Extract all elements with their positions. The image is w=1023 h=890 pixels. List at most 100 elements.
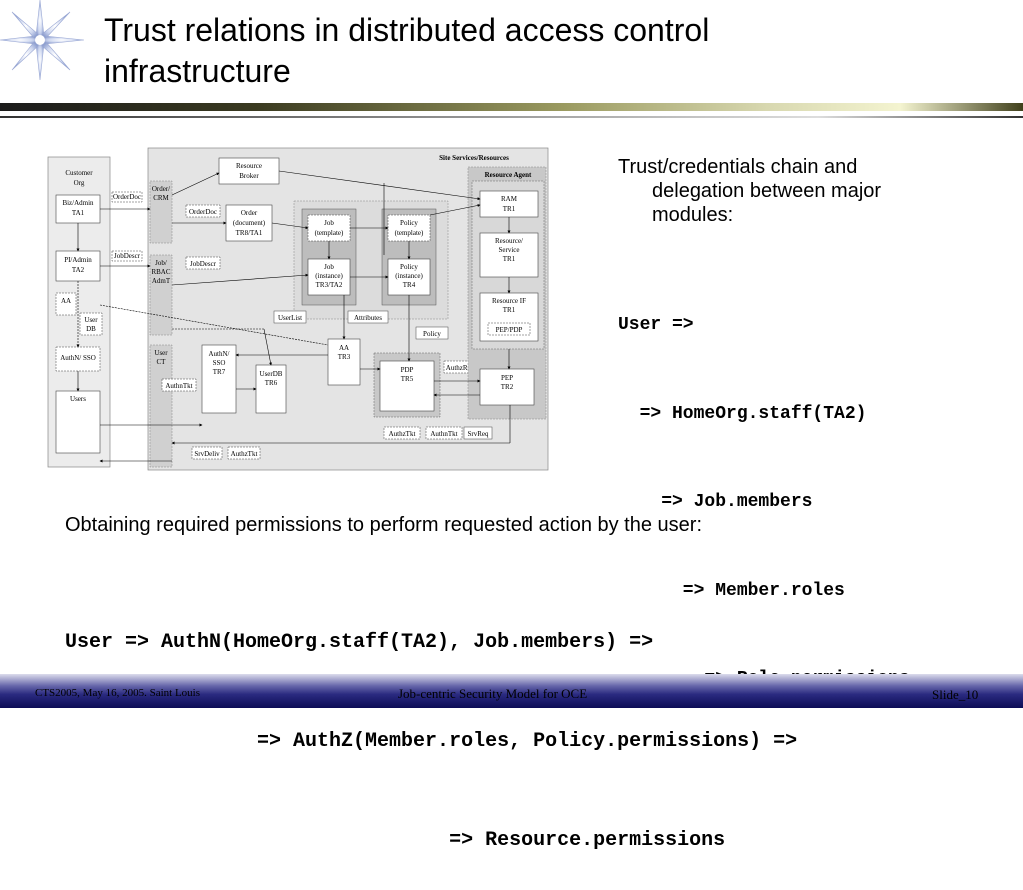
ram-box [479,190,539,218]
chain-line: => Member.roles [618,580,845,601]
users-box [55,390,101,454]
order-doc-tag-2: OrderDoc [189,208,217,216]
aa-box [327,338,361,386]
formula-line: => Resource.permissions [65,829,726,852]
job-instance-label-2: (instance) [315,272,343,280]
authn-label-2: SSO [213,359,226,367]
chain-line: User => [618,315,694,335]
pep-tr: TR2 [501,383,514,391]
authn-box [201,344,237,414]
job-template-label: Job [324,219,334,227]
authn-tkt-tag-2: AuthnTkt [430,430,457,438]
biz-admin-label: Biz/Admin [62,199,94,207]
ram-tr: TR1 [503,205,516,213]
policy-instance-label-3: TR4 [403,281,416,289]
trust-intro-line-2: delegation between major [652,180,882,202]
resource-if-label: Resource IF [492,297,526,305]
pep-pdp-tag: PEP/PDP [496,326,523,334]
ram-label: RAM [501,195,518,203]
order-label: Order [241,209,258,217]
resource-broker-label-2: Broker [239,172,259,180]
site-services-label: Site Services/Resources [439,154,509,162]
formula-line: User => AuthN(HomeOrg.staff(TA2), Job.me… [65,631,654,654]
policy-tag: Policy [423,330,441,338]
formula-line: => AuthZ(Member.roles, Policy.permission… [65,730,798,753]
order-label-2: (document) [233,219,266,227]
order-label-3: TR8/TA1 [236,229,263,237]
order-crm-label-2: CRM [153,194,169,202]
aa-label: AA [339,344,349,352]
authz-req-tag: AuthzReq [446,364,475,372]
user-db-small-box [79,312,103,336]
job-rbac-label: Job/ [155,259,167,267]
aa-small-label: AA [61,297,71,305]
pdp-label: PDP [401,366,414,374]
footer-title: Job-centric Security Model for OCE [398,686,588,701]
authn-label: AuthN/ [209,350,230,358]
policy-template-label-2: (template) [395,229,424,237]
users-label: Users [70,395,86,403]
title-line-2: infrastructure [104,53,291,89]
policy-instance-label: Policy [400,263,418,271]
chain-line: => HomeOrg.staff(TA2) [618,403,867,424]
resource-broker-label: Resource [236,162,262,170]
policy-instance-label-2: (instance) [395,272,423,280]
resource-agent-label: Resource Agent [485,171,532,179]
slide-title: Trust relations in distributed access co… [104,10,964,92]
user-db-small-label-2: DB [86,325,96,333]
authn-label-3: TR7 [213,368,226,376]
resource-if-tr: TR1 [503,306,516,314]
resource-service-label-2: Service [499,246,520,254]
chain-line: => Job.members [618,492,813,512]
job-instance-label: Job [324,263,334,271]
biz-admin-ta: TA1 [72,209,85,217]
resource-broker-box [218,157,280,185]
authz-tkt-tag-2: AuthzTkt [231,450,258,458]
obtain-permissions-text: Obtaining required permissions to perfor… [65,514,703,536]
footer-conference: CTS2005, May 16, 2005. Saint Louis [35,687,201,699]
userdb-label: UserDB [260,370,283,378]
slide-number: Slide_10 [932,687,979,702]
pep-box [479,368,535,406]
pi-admin-label: PI/Admin [64,256,92,264]
job-rbac-label-3: AdmT [152,277,171,285]
architecture-diagram: Customer Org Biz/Admin TA1 PI/Admin TA2 … [47,147,549,471]
job-descr-tag-2: JobDescr [190,260,217,268]
authz-tkt-tag: AuthzTkt [389,430,416,438]
trust-chain-description: Trust/credentials chain and delegation b… [618,155,1008,227]
srv-deliv-tag: SrvDeliv [194,450,220,458]
srv-req-tag: SrvReq [468,430,490,438]
user-ct-label: User [154,349,168,357]
title-line-1: Trust relations in distributed access co… [104,12,710,48]
aa-tr: TR3 [338,353,351,361]
trust-intro-line-1: Trust/credentials chain and [618,156,858,178]
aa-small-box [55,292,77,316]
attributes-tag: Attributes [354,314,382,322]
authn-sso-small-box [55,346,101,372]
title-divider [0,103,1023,111]
permission-formula: User => AuthN(HomeOrg.staff(TA2), Job.me… [65,560,797,890]
user-db-small-label: User [84,316,98,324]
authn-sso-small-label: AuthN/ SSO [60,354,96,362]
userdb-box [255,364,287,414]
footer-bar [0,674,1023,708]
job-template-label-2: (template) [315,229,344,237]
customer-org-label-2: Org [74,179,85,187]
authn-tkt-tag: AuthnTkt [165,382,192,390]
trust-intro-line-3: modules: [652,204,734,226]
job-descr-tag: JobDescr [114,252,141,260]
customer-org-label: Customer [65,169,93,177]
pdp-tr: TR5 [401,375,414,383]
pdp-box [379,360,435,412]
userdb-tr: TR6 [265,379,278,387]
pi-admin-ta: TA2 [72,266,85,274]
resource-service-label: Resource/ [495,237,523,245]
user-list-tag: UserList [278,314,302,322]
policy-template-label: Policy [400,219,418,227]
order-doc-tag: OrderDoc [113,193,141,201]
job-rbac-label-2: RBAC [151,268,170,276]
resource-service-tr: TR1 [503,255,516,263]
user-ct-label-2: CT [157,358,167,366]
pep-label: PEP [501,374,513,382]
star-logo-icon [0,0,85,81]
